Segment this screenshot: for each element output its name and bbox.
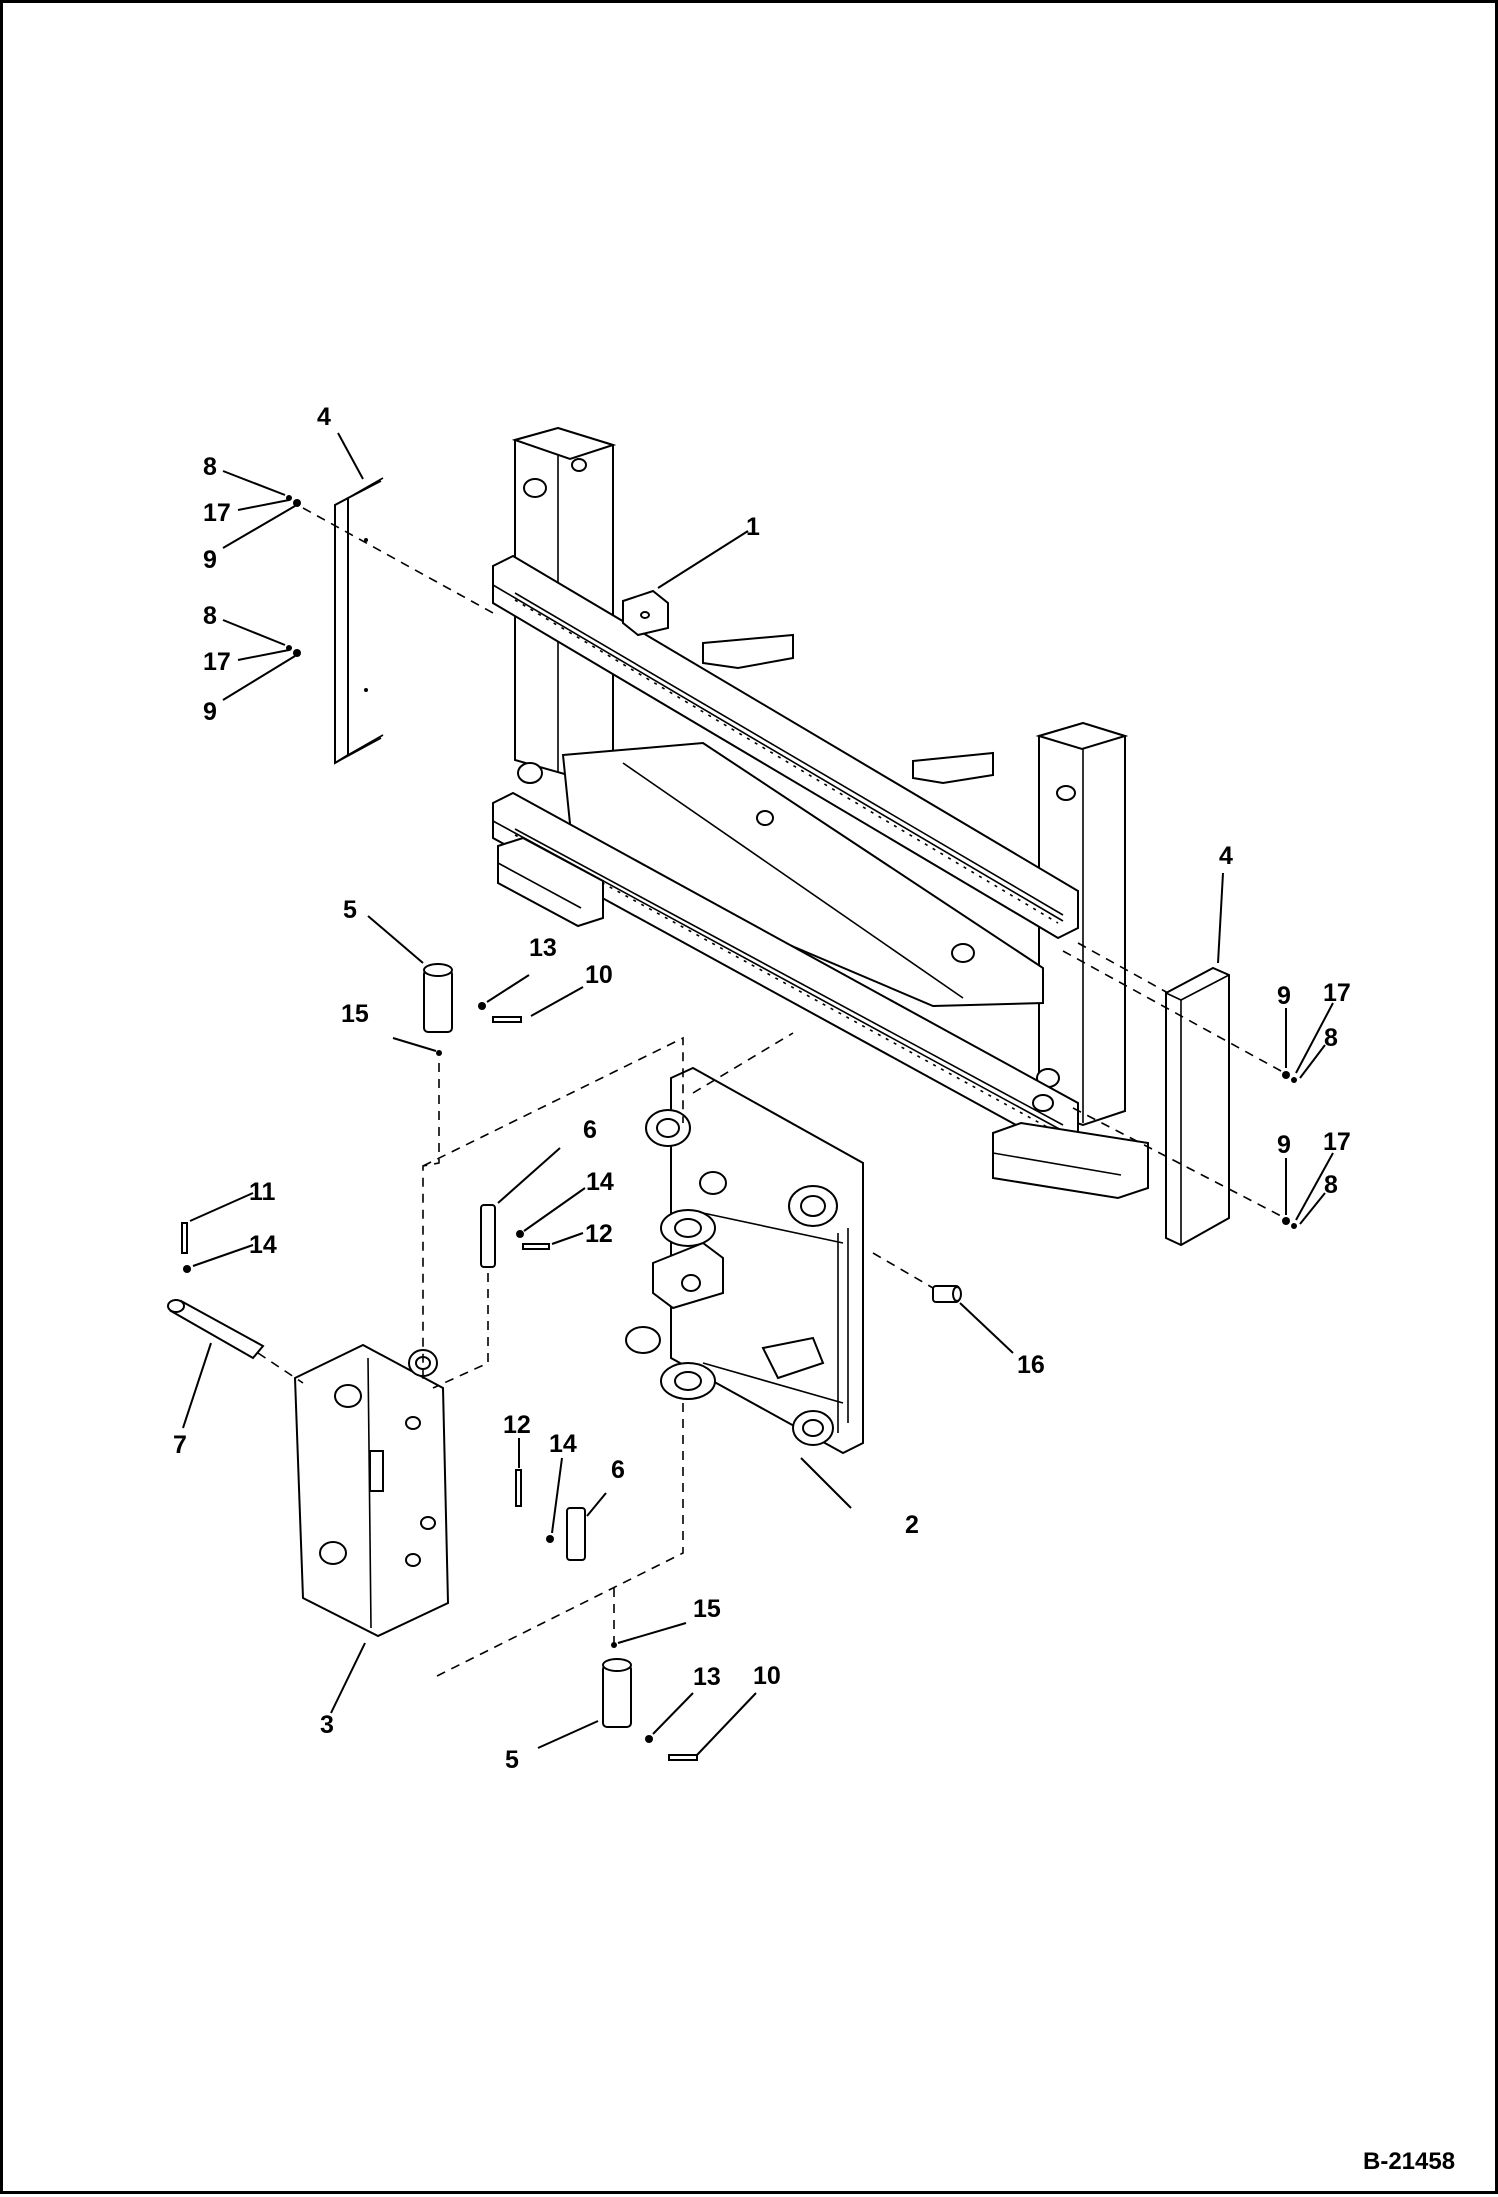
callout-1: 1 (746, 513, 760, 541)
callout-10-upper: 10 (585, 961, 613, 989)
callout-8-left-lower: 8 (203, 602, 217, 630)
callout-17-left-upper: 17 (203, 499, 231, 527)
callout-12-lower: 12 (503, 1411, 531, 1439)
callout-4-left: 4 (317, 403, 331, 431)
callout-6-lower: 6 (611, 1456, 625, 1484)
part-5-lower-pin (602, 1658, 632, 1728)
part-6-upper-pin (480, 1204, 496, 1268)
callout-17-left-lower: 17 (203, 648, 231, 676)
callout-14-lower: 14 (549, 1430, 577, 1458)
frame-upper-rail (492, 554, 1079, 940)
callout-5-upper: 5 (343, 896, 357, 924)
fasteners (181, 495, 1297, 1761)
callout-9-left-lower: 9 (203, 698, 217, 726)
part-5-upper-pin (423, 963, 453, 1033)
frame-left-foot (497, 836, 604, 928)
part-3-mount-bracket (293, 1343, 450, 1638)
callout-16: 16 (1017, 1351, 1045, 1379)
callout-4-right: 4 (1219, 842, 1233, 870)
part-4-right-plate (1165, 966, 1230, 1247)
callout-2: 2 (905, 1511, 919, 1539)
callout-7: 7 (173, 1431, 187, 1459)
callout-15-upper: 15 (341, 1000, 369, 1028)
callout-17-right-upper: 17 (1323, 979, 1351, 1007)
part-6-lower-pin (566, 1507, 586, 1561)
figure-reference-code: B-21458 (1363, 2148, 1455, 2175)
callout-14-upper: 14 (586, 1168, 614, 1196)
exploded-parts-diagram: 1 2 3 4 4 5 5 6 6 7 8 8 8 8 9 9 9 9 10 1… (167, 403, 1455, 2175)
callout-9-right-upper: 9 (1277, 982, 1291, 1010)
part-2-swing-bracket (625, 1066, 864, 1455)
assembly-lines (257, 507, 1282, 1679)
callout-3: 3 (320, 1711, 334, 1739)
part-7-long-pin (167, 1299, 265, 1360)
callout-14-left: 14 (249, 1231, 277, 1259)
callout-13-lower: 13 (693, 1663, 721, 1691)
callout-17-right-lower: 17 (1323, 1128, 1351, 1156)
callout-6-upper: 6 (583, 1116, 597, 1144)
callout-9-left-upper: 9 (203, 546, 217, 574)
callout-9-right-lower: 9 (1277, 1131, 1291, 1159)
callout-11: 11 (249, 1178, 276, 1206)
callout-12-upper: 12 (585, 1220, 613, 1248)
callout-15-lower: 15 (693, 1595, 721, 1623)
callout-labels: 1 2 3 4 4 5 5 6 6 7 8 8 8 8 9 9 9 9 10 1… (173, 403, 1351, 1774)
callout-8-right-lower: 8 (1324, 1171, 1338, 1199)
callout-10-lower: 10 (753, 1662, 781, 1690)
part-16-fitting (932, 1285, 962, 1303)
leaders (182, 432, 1334, 1756)
part-1-frame (492, 426, 1149, 1200)
callout-5-lower: 5 (505, 1746, 519, 1774)
frame-right-foot (992, 1121, 1149, 1200)
part-4-left-plate (334, 477, 384, 765)
callout-13-upper: 13 (529, 934, 557, 962)
callout-8-right-upper: 8 (1324, 1024, 1338, 1052)
callout-8-left-upper: 8 (203, 453, 217, 481)
